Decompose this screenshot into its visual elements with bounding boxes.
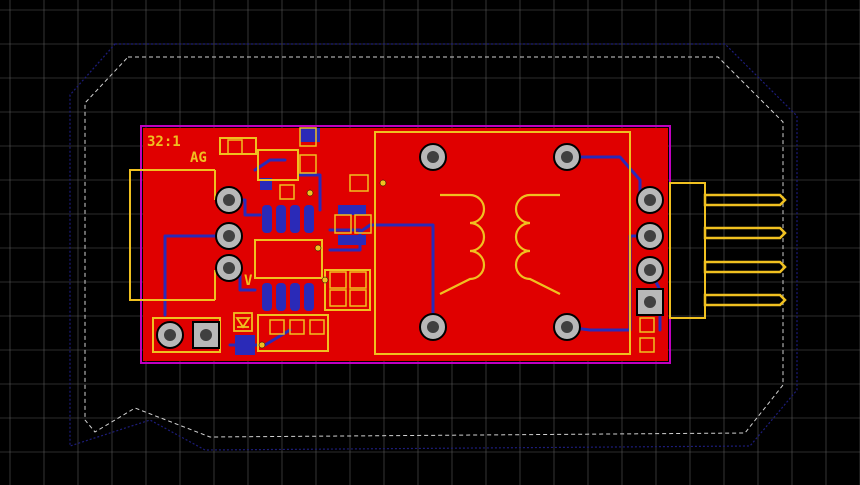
smd-pads-bottom xyxy=(235,128,366,355)
silkscreen xyxy=(129,131,706,355)
pad-hole xyxy=(223,194,235,206)
pad-hole xyxy=(561,151,573,163)
pad-hole xyxy=(644,230,656,242)
silk-initials-label: AG xyxy=(190,150,207,166)
through-hole-pads xyxy=(156,143,664,349)
pad-hole xyxy=(644,296,656,308)
pad-hole xyxy=(223,230,235,242)
pad-hole xyxy=(223,262,235,274)
pin-header-icon xyxy=(703,193,787,307)
left-connector-outline xyxy=(129,169,215,301)
pad-hole xyxy=(427,151,439,163)
silk-ratio-label: 32:1 xyxy=(147,134,181,150)
pad-hole xyxy=(164,329,176,341)
pad-hole xyxy=(644,264,656,276)
silk-voltage-label: V xyxy=(244,273,253,289)
pad-hole xyxy=(427,321,439,333)
right-header-outline xyxy=(669,182,706,319)
pad-hole xyxy=(644,194,656,206)
smd-pads-top xyxy=(227,127,655,353)
vias xyxy=(258,179,387,349)
pad-hole xyxy=(200,329,212,341)
pad-hole xyxy=(561,321,573,333)
relay-coil-icon xyxy=(439,193,561,295)
keepout-outline xyxy=(84,56,784,438)
diode-icon xyxy=(233,312,253,332)
mechanical-outline xyxy=(69,43,798,451)
relay-outline xyxy=(374,131,631,355)
